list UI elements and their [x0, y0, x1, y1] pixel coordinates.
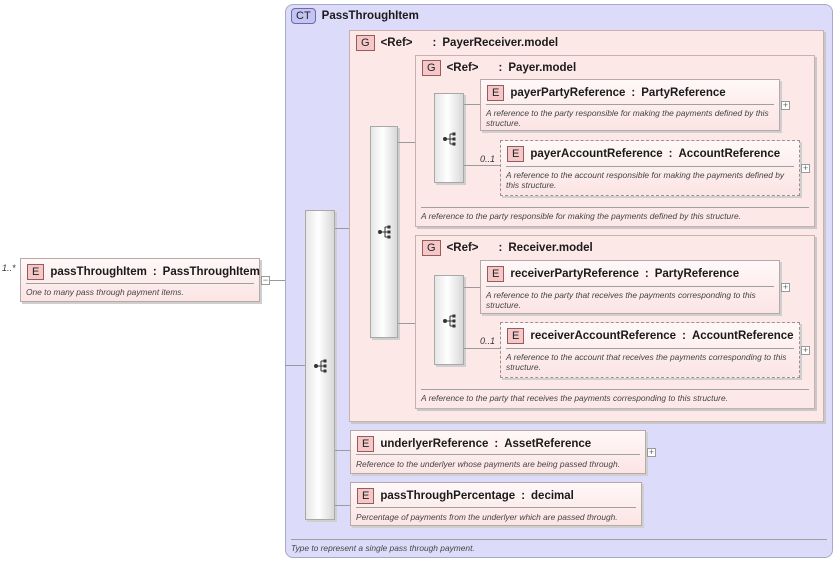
element-badge: E [357, 436, 375, 452]
plus-icon[interactable]: + [781, 282, 790, 292]
connector-line [335, 228, 350, 229]
divider [506, 348, 794, 349]
payer-sequence[interactable] [434, 93, 464, 183]
group-ref: <Ref> [446, 242, 479, 254]
divider [421, 389, 809, 390]
connector-line [464, 287, 480, 288]
type-separator: : [631, 87, 636, 99]
connector-line [285, 365, 305, 366]
group-doc: A reference to the party that receives t… [421, 393, 728, 403]
element-doc: Reference to the underlyer whose payment… [356, 459, 620, 469]
root-element-passThroughItem[interactable]: E passThroughItem : PassThroughItem One … [20, 258, 260, 302]
type-separator: : [498, 62, 503, 74]
element-cardinality: 0..1 [480, 154, 496, 164]
element-type: AccountReference [691, 330, 794, 342]
element-name: payerPartyReference [510, 87, 626, 99]
plus-icon[interactable]: + [801, 345, 810, 355]
element-name: receiverPartyReference [510, 268, 639, 280]
type-separator: : [152, 266, 157, 278]
type-separator: : [432, 37, 437, 49]
root-cardinality: 1..* [2, 263, 16, 273]
group-doc: A reference to the party responsible for… [421, 211, 741, 221]
main-sequence[interactable] [305, 210, 335, 520]
element-name: payerAccountReference [530, 148, 663, 160]
divider [421, 207, 809, 208]
group-badge: G [356, 35, 375, 51]
element-type: decimal [531, 490, 574, 502]
group-ref: <Ref> [446, 62, 479, 74]
sequence-compositor-icon [313, 359, 327, 373]
element-doc: A reference to the party responsible for… [486, 108, 769, 128]
group-name: Receiver.model [508, 242, 593, 254]
connector-line [270, 280, 285, 281]
receiver-sequence[interactable] [434, 275, 464, 365]
plus-icon[interactable]: + [647, 447, 656, 457]
group-badge: G [422, 240, 441, 256]
type-separator: : [644, 268, 649, 280]
element-type: AccountReference [678, 148, 781, 160]
element-doc: A reference to the party that receives t… [486, 290, 756, 310]
element-type: PassThroughItem [162, 266, 260, 278]
divider [291, 539, 827, 540]
element-type: PartyReference [654, 268, 740, 280]
type-separator: : [668, 148, 673, 160]
element-doc: Percentage of payments from the underlye… [356, 512, 618, 522]
element-doc: A reference to the account that receives… [506, 352, 787, 372]
group-name: PayerReceiver.model [442, 37, 559, 49]
element-badge: E [487, 85, 505, 101]
element-badge: E [357, 488, 375, 504]
sequence-compositor-icon [442, 132, 456, 146]
element-type: AssetReference [504, 438, 592, 450]
type-separator: : [494, 438, 499, 450]
element-passThroughPercentage[interactable]: E passThroughPercentage : decimal Percen… [350, 482, 642, 526]
type-separator: : [521, 490, 526, 502]
element-badge: E [507, 146, 525, 162]
plus-icon[interactable]: + [781, 100, 790, 110]
payerreceiver-sequence[interactable] [370, 126, 398, 338]
connector-line [464, 348, 500, 349]
element-doc: One to many pass through payment items. [26, 287, 184, 297]
element-name: passThroughPercentage [380, 490, 516, 502]
element-type: PartyReference [641, 87, 726, 99]
type-separator: : [498, 242, 503, 254]
connector-line [464, 104, 480, 105]
element-badge: E [27, 264, 45, 280]
divider [506, 166, 794, 167]
element-name: passThroughItem [50, 266, 147, 278]
element-underlyerReference[interactable]: E underlyerReference : AssetReference Re… [350, 430, 646, 474]
element-badge: E [507, 328, 525, 344]
group-name: Payer.model [508, 62, 577, 74]
complex-type-doc: Type to represent a single pass through … [291, 543, 475, 553]
element-badge: E [487, 266, 505, 282]
complex-type-name: PassThroughItem [321, 10, 419, 22]
connector-line [398, 323, 415, 324]
element-name: underlyerReference [380, 438, 489, 450]
element-receiverAccountReference[interactable]: E receiverAccountReference : AccountRefe… [500, 322, 800, 378]
element-payerPartyReference[interactable]: E payerPartyReference : PartyReference A… [480, 79, 780, 131]
element-receiverPartyReference[interactable]: E receiverPartyReference : PartyReferenc… [480, 260, 780, 314]
connector-line [398, 142, 415, 143]
divider [486, 286, 774, 287]
divider [356, 454, 640, 455]
connector-line [335, 450, 350, 451]
complex-type-badge: CT [291, 8, 316, 24]
divider [486, 104, 774, 105]
sequence-compositor-icon [377, 225, 391, 239]
element-doc: A reference to the account responsible f… [506, 170, 785, 190]
group-ref: <Ref> [380, 37, 413, 49]
element-name: receiverAccountReference [530, 330, 677, 342]
connector-line [464, 165, 500, 166]
plus-icon[interactable]: + [801, 163, 810, 173]
divider [26, 283, 254, 284]
type-separator: : [682, 330, 686, 342]
divider [356, 507, 636, 508]
element-cardinality: 0..1 [480, 336, 496, 346]
group-badge: G [422, 60, 441, 76]
minus-icon[interactable]: − [261, 275, 270, 285]
element-payerAccountReference[interactable]: E payerAccountReference : AccountReferen… [500, 140, 800, 196]
connector-line [335, 505, 350, 506]
sequence-compositor-icon [442, 314, 456, 328]
